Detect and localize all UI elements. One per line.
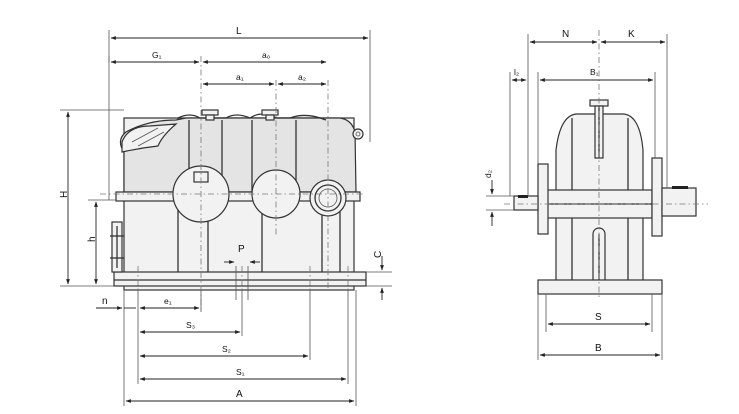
dim-label-H: H	[59, 191, 70, 198]
dim-label-B: B	[595, 343, 602, 354]
front-view-dimensions: L G₁ a₀ a₁ a₂ H h P C n e₁ S₃ S₂ S₁ A	[59, 26, 392, 406]
dim-label-A: A	[236, 389, 243, 400]
dim-label-C: C	[373, 251, 384, 258]
dim-label-a0: a₀	[262, 50, 271, 60]
front-view	[100, 56, 367, 312]
dim-label-d2: d₂	[483, 170, 493, 178]
left-bearing-cover	[537, 163, 549, 235]
dim-label-L: L	[236, 26, 242, 37]
lifting-lug-left	[121, 123, 178, 153]
left-shaft	[513, 195, 539, 211]
housing-base	[113, 271, 367, 287]
lifting-lug-right	[352, 128, 364, 140]
dim-label-N: N	[562, 29, 569, 40]
dim-label-K: K	[628, 29, 635, 40]
split-flange	[115, 191, 361, 202]
dim-label-h: h	[87, 236, 98, 242]
dim-label-S: S	[595, 312, 602, 323]
dim-label-a1: a₁	[236, 72, 244, 82]
dim-label-G1: G₁	[152, 50, 162, 60]
dim-label-n: n	[102, 296, 108, 307]
dim-label-S2: S₂	[222, 344, 231, 354]
dim-label-S1: S₁	[236, 367, 245, 377]
right-bearing-cover	[651, 157, 663, 237]
right-shaft	[661, 187, 697, 217]
dim-label-l2: l₂	[514, 67, 519, 77]
dim-label-S3: S₃	[186, 320, 195, 330]
dim-label-a2: a₂	[298, 72, 306, 82]
side-view-dimensions: N K l₂ B₁ d₂ S B	[483, 29, 668, 360]
side-base	[537, 279, 663, 295]
dim-label-P: P	[238, 244, 245, 255]
dim-label-e1: e₁	[164, 296, 172, 306]
side-view	[504, 30, 708, 300]
dim-label-B1: B₁	[590, 67, 599, 77]
top-cap-left	[201, 109, 219, 116]
housing-cover	[119, 117, 357, 193]
